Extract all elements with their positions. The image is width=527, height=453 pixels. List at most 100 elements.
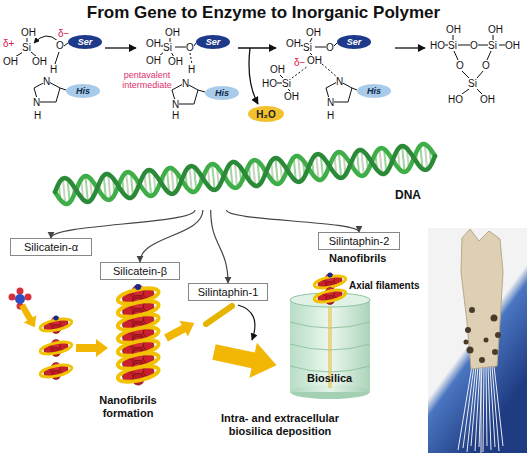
- process-arrow: [16, 301, 41, 330]
- spicule: [481, 366, 482, 453]
- photo-background: [428, 228, 527, 453]
- protein-box: Silicatein-β: [100, 262, 180, 280]
- node-text: DNA: [395, 188, 421, 202]
- base-pair: [402, 146, 405, 172]
- atom-label: OH: [21, 27, 36, 38]
- atom-label: Si: [303, 42, 312, 53]
- node-text: Silicatein-β: [113, 265, 167, 277]
- spicule-tuft: [458, 366, 503, 453]
- sponge-debris: [464, 307, 502, 363]
- atom-label: H: [327, 110, 334, 121]
- silicatein-helix: [117, 363, 160, 385]
- reaction-arrow: [395, 47, 425, 48]
- atom-label: Si: [163, 42, 172, 53]
- bond: [487, 51, 491, 60]
- atom-label: HO: [430, 40, 445, 51]
- structure-label: Nanofibrils: [329, 252, 386, 265]
- node-text: H₂O: [256, 109, 275, 120]
- node-text: Silintaphin-1: [198, 286, 259, 298]
- attack-arrow: [34, 36, 58, 43]
- partial-charge: δ−: [294, 57, 305, 68]
- node-text: His: [76, 86, 90, 96]
- node-text: Ser: [206, 37, 221, 47]
- atom-label: OH: [3, 56, 18, 67]
- protein-box: Silintaphin-2: [318, 232, 400, 250]
- bond: [454, 51, 458, 60]
- water-oval: H₂O: [248, 106, 284, 122]
- protein-box: Silintaphin-1: [188, 283, 268, 301]
- active-site: [135, 284, 141, 290]
- spicule: [483, 366, 484, 452]
- debris: [465, 327, 471, 333]
- stage-label: Nanofibrils formation: [88, 394, 168, 420]
- gene-arrow: [51, 210, 195, 238]
- dna-strand: [55, 146, 435, 202]
- atom-label: H: [50, 64, 57, 75]
- gene-arrow: [226, 210, 359, 232]
- reaction-arrows: [105, 48, 425, 104]
- process-arrow: [162, 315, 199, 346]
- atom-label: Si: [488, 40, 497, 51]
- sponge-body: [461, 229, 503, 369]
- stage-label: Intra- and extracellular biosilica depos…: [205, 412, 355, 438]
- intermediate-note: pentavalent intermediate: [122, 70, 172, 90]
- node-text: Ser: [78, 37, 93, 47]
- bond: [477, 45, 488, 46]
- atom-label: Si: [468, 78, 477, 89]
- debris: [491, 315, 498, 322]
- structure-label: Biosilica: [307, 372, 352, 385]
- silintaphin-rod: [206, 306, 232, 324]
- histidine-oval: His: [205, 86, 239, 100]
- base-pair: [149, 170, 151, 196]
- double-helix: [50, 138, 442, 210]
- reaction-bonds: [15, 35, 505, 104]
- atom-label: O: [326, 42, 334, 53]
- atom-label: OH: [32, 56, 47, 67]
- atom-label: OH: [446, 24, 461, 35]
- oxygen-atom: [25, 294, 32, 301]
- atom-label: O: [186, 42, 194, 53]
- reaction-arrow: [238, 47, 276, 48]
- base-pair: [85, 176, 88, 202]
- atom-label: H: [172, 110, 179, 121]
- atom-label: Si: [282, 78, 291, 89]
- bond: [55, 52, 59, 64]
- partial-charge: δ−: [58, 28, 69, 39]
- bond: [461, 70, 469, 78]
- spicule: [458, 366, 472, 450]
- atom-label: OH: [306, 27, 321, 38]
- bond: [477, 70, 484, 78]
- atom-label: HO: [448, 94, 463, 105]
- atom-label: N: [33, 97, 40, 108]
- process-arrow: [210, 334, 280, 383]
- serine-oval: Ser: [68, 35, 102, 49]
- silicatein-helix: [39, 363, 72, 380]
- atom-label: O: [482, 60, 490, 71]
- atom-label: Si: [448, 40, 457, 51]
- reaction-arrow: [105, 47, 136, 48]
- structure-label: Axial filaments: [349, 280, 420, 292]
- dna-helix: DNA: [50, 138, 442, 210]
- atom-label: OH: [505, 40, 520, 51]
- debris: [492, 349, 498, 355]
- atom-label: N: [327, 97, 334, 108]
- histidine-oval: His: [66, 84, 100, 98]
- bond: [175, 47, 186, 48]
- gene-arrow: [140, 210, 203, 262]
- spicule: [486, 366, 487, 446]
- spicule: [471, 366, 478, 446]
- base-pair: [275, 158, 278, 184]
- atom-label: OH: [146, 38, 161, 49]
- debris: [495, 332, 501, 338]
- gene-arrow: [211, 210, 228, 283]
- debris: [479, 357, 485, 363]
- atom-label: O: [456, 60, 464, 71]
- atom-label: H: [34, 110, 41, 121]
- bond: [462, 89, 469, 94]
- curved-arrow: [238, 305, 255, 340]
- diagram-title: From Gene to Enzyme to Inorganic Polymer: [0, 3, 527, 23]
- serine-oval: Ser: [196, 35, 230, 49]
- serine-oval: Ser: [337, 35, 371, 49]
